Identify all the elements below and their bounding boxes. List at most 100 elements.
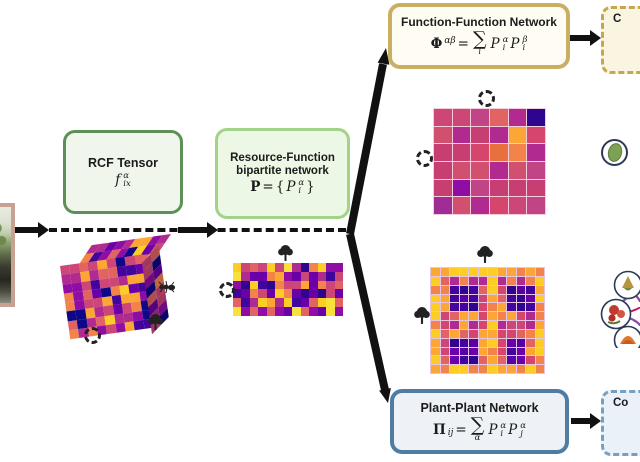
matrix-cell bbox=[516, 338, 525, 347]
matrix-cell bbox=[266, 280, 276, 290]
matrix-cell bbox=[469, 365, 478, 373]
matrix-cell bbox=[497, 329, 506, 338]
matrix-cell bbox=[488, 356, 497, 365]
matrix-cell bbox=[526, 356, 535, 365]
matrix-cell bbox=[450, 321, 459, 329]
matrix-cell bbox=[450, 312, 459, 320]
matrix-cell bbox=[440, 338, 449, 347]
matrix-cell bbox=[300, 271, 310, 281]
matrix-cell bbox=[434, 197, 452, 214]
matrix-cell bbox=[469, 347, 478, 356]
matrix-cell bbox=[527, 126, 545, 144]
matrix-cell bbox=[488, 338, 497, 347]
matrix-cell bbox=[431, 294, 440, 303]
rcf-tensor-title: RCF Tensor bbox=[88, 156, 158, 170]
matrix-cell bbox=[249, 307, 259, 316]
matrix-cell bbox=[526, 347, 535, 356]
ant-icon bbox=[158, 280, 176, 294]
term-1: P bbox=[488, 421, 498, 438]
matrix-cell bbox=[283, 271, 293, 281]
matrix-cell bbox=[526, 321, 535, 329]
matrix-cell bbox=[488, 365, 497, 373]
matrix-cell bbox=[471, 179, 489, 197]
matrix-cell bbox=[508, 179, 527, 197]
matrix-cell bbox=[431, 356, 440, 365]
matrix-cell bbox=[459, 303, 468, 312]
matrix-cell bbox=[317, 263, 327, 272]
matrix-cell bbox=[497, 338, 506, 347]
matrix-cell bbox=[516, 268, 525, 276]
plant-plant-matrix bbox=[430, 267, 545, 374]
matrix-cell bbox=[516, 312, 525, 320]
matrix-cell bbox=[452, 109, 471, 126]
matrix-cell bbox=[489, 109, 508, 126]
matrix-cell bbox=[507, 303, 516, 312]
matrix-cell bbox=[535, 321, 544, 329]
pp-output-label: Co bbox=[613, 397, 629, 409]
matrix-cell bbox=[309, 289, 318, 299]
matrix-cell bbox=[469, 329, 478, 338]
matrix-cell bbox=[527, 197, 545, 214]
matrix-cell bbox=[535, 312, 544, 320]
equals: = bbox=[455, 421, 467, 438]
matrix-cell bbox=[497, 312, 506, 320]
matrix-cell bbox=[497, 303, 506, 312]
matrix-cell bbox=[507, 365, 516, 373]
matrix-cell bbox=[309, 263, 318, 272]
matrix-cell bbox=[450, 285, 459, 294]
plant-photo bbox=[0, 203, 15, 307]
matrix-cell bbox=[452, 161, 471, 179]
tree-icon bbox=[148, 314, 163, 330]
matrix-cell bbox=[516, 285, 525, 294]
matrix-cell bbox=[497, 347, 506, 356]
matrix-cell bbox=[497, 268, 506, 276]
matrix-cell bbox=[459, 268, 468, 276]
matrix-cell bbox=[507, 276, 516, 285]
P-symbol: P bbox=[286, 179, 296, 196]
matrix-cell bbox=[440, 276, 449, 285]
f-symbol: f bbox=[115, 172, 121, 188]
t2-sub: i bbox=[522, 42, 526, 53]
matrix-cell bbox=[275, 280, 284, 290]
matrix-cell bbox=[508, 109, 527, 126]
gear-icon bbox=[416, 150, 433, 167]
matrix-cell bbox=[526, 365, 535, 373]
matrix-cell bbox=[516, 321, 525, 329]
matrix-cell bbox=[292, 271, 301, 281]
matrix-cell bbox=[459, 338, 468, 347]
matrix-cell bbox=[507, 338, 516, 347]
matrix-cell bbox=[469, 285, 478, 294]
matrix-cell bbox=[508, 144, 527, 161]
f-sub: ix bbox=[123, 179, 131, 189]
matrix-cell bbox=[431, 338, 440, 347]
matrix-cell bbox=[527, 179, 545, 197]
matrix-cell bbox=[535, 303, 544, 312]
matrix-cell bbox=[241, 307, 250, 316]
equals: = bbox=[262, 179, 274, 196]
matrix-cell bbox=[309, 271, 318, 281]
summation: ∑i bbox=[473, 30, 487, 57]
matrix-cell bbox=[233, 271, 242, 281]
matrix-cell bbox=[431, 268, 440, 276]
matrix-cell bbox=[478, 338, 487, 347]
matrix-cell bbox=[266, 263, 276, 272]
matrix-cell bbox=[249, 271, 259, 281]
matrix-cell bbox=[478, 356, 487, 365]
matrix-cell bbox=[488, 329, 497, 338]
t1-sup: α bbox=[500, 420, 507, 431]
matrix-cell bbox=[478, 294, 487, 303]
matrix-cell bbox=[497, 321, 506, 329]
matrix-cell bbox=[233, 280, 242, 290]
matrix-cell bbox=[478, 312, 487, 320]
matrix-cell bbox=[452, 144, 471, 161]
plant-plant-title: Plant-Plant Network bbox=[420, 401, 539, 415]
matrix-cell bbox=[283, 280, 293, 290]
matrix-cell bbox=[507, 329, 516, 338]
pi-sub: ij bbox=[447, 427, 454, 438]
matrix-cell bbox=[459, 365, 468, 373]
matrix-cell bbox=[434, 126, 452, 144]
ff-output-box: C bbox=[601, 6, 640, 74]
matrix-cell bbox=[507, 356, 516, 365]
gear-icon bbox=[84, 327, 101, 344]
matrix-cell bbox=[526, 285, 535, 294]
